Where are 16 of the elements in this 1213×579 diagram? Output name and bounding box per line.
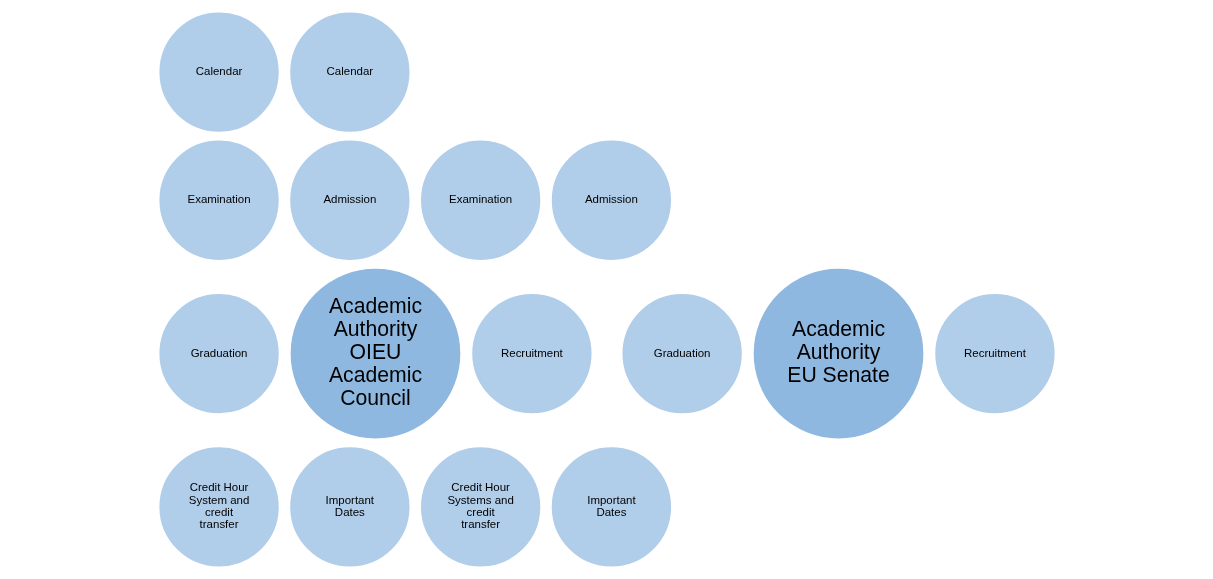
node-circle: Calendar <box>157 10 280 134</box>
node-circle: Admission <box>287 138 411 262</box>
node-circle: Examination <box>157 138 280 262</box>
node-circle: Credit Hour System and credit transfer <box>157 445 280 569</box>
node-circle: Examination <box>418 138 542 262</box>
node-circle: Recruitment <box>933 292 1056 415</box>
node-circle: Academic Authority OIEU Academic Council <box>288 266 462 441</box>
node-circle: Recruitment <box>469 292 593 415</box>
node-circle: Graduation <box>157 292 280 415</box>
node-circle: Academic Authority EU Senate <box>751 266 925 441</box>
node-circle: Credit Hour Systems and credit transfer <box>418 445 542 569</box>
node-circle: Important Dates <box>549 445 673 569</box>
node-circle: Important Dates <box>287 445 411 569</box>
node-circle: Graduation <box>620 292 744 415</box>
node-circle: Admission <box>549 138 673 262</box>
node-circle: Calendar <box>287 10 411 134</box>
